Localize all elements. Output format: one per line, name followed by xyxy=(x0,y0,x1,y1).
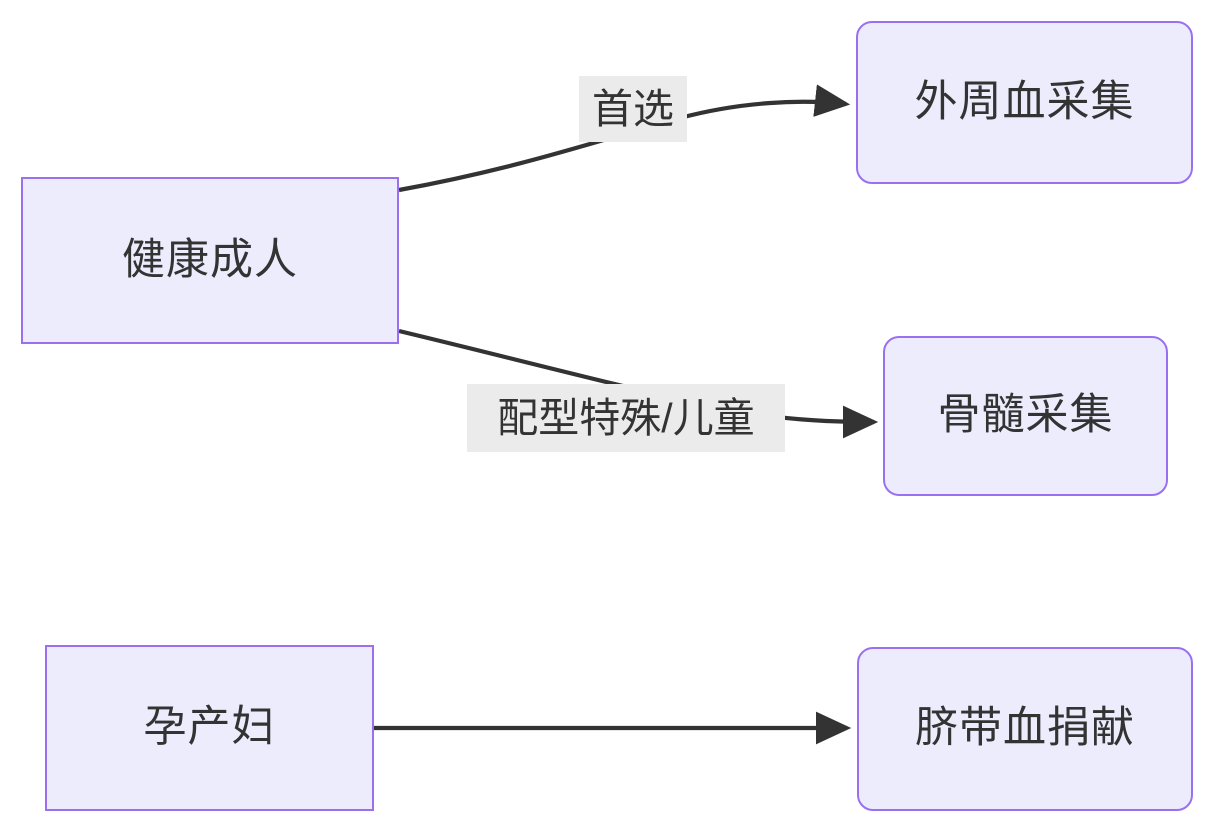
node-healthy-adult-label: 健康成人 xyxy=(122,235,298,284)
node-cord-blood-donation-label: 脐带血捐献 xyxy=(915,704,1135,753)
edge-label-special-matching-children: 配型特殊/儿童 xyxy=(467,384,785,452)
edge-label-first-choice: 首选 xyxy=(579,76,687,142)
node-bone-marrow-collection-label: 骨髓采集 xyxy=(937,391,1114,440)
node-pregnant-woman-label: 孕产妇 xyxy=(143,703,276,752)
edge-label-first-choice-text: 首选 xyxy=(592,85,674,132)
edge-label-special-matching-children-text: 配型特殊/儿童 xyxy=(497,394,755,441)
node-bone-marrow-collection[interactable]: 骨髓采集 xyxy=(883,336,1168,496)
node-peripheral-blood-collection-label: 外周血采集 xyxy=(914,77,1135,126)
node-healthy-adult[interactable]: 健康成人 xyxy=(21,177,399,344)
node-pregnant-woman[interactable]: 孕产妇 xyxy=(45,645,374,811)
node-peripheral-blood-collection[interactable]: 外周血采集 xyxy=(856,21,1193,184)
node-cord-blood-donation[interactable]: 脐带血捐献 xyxy=(857,647,1193,811)
